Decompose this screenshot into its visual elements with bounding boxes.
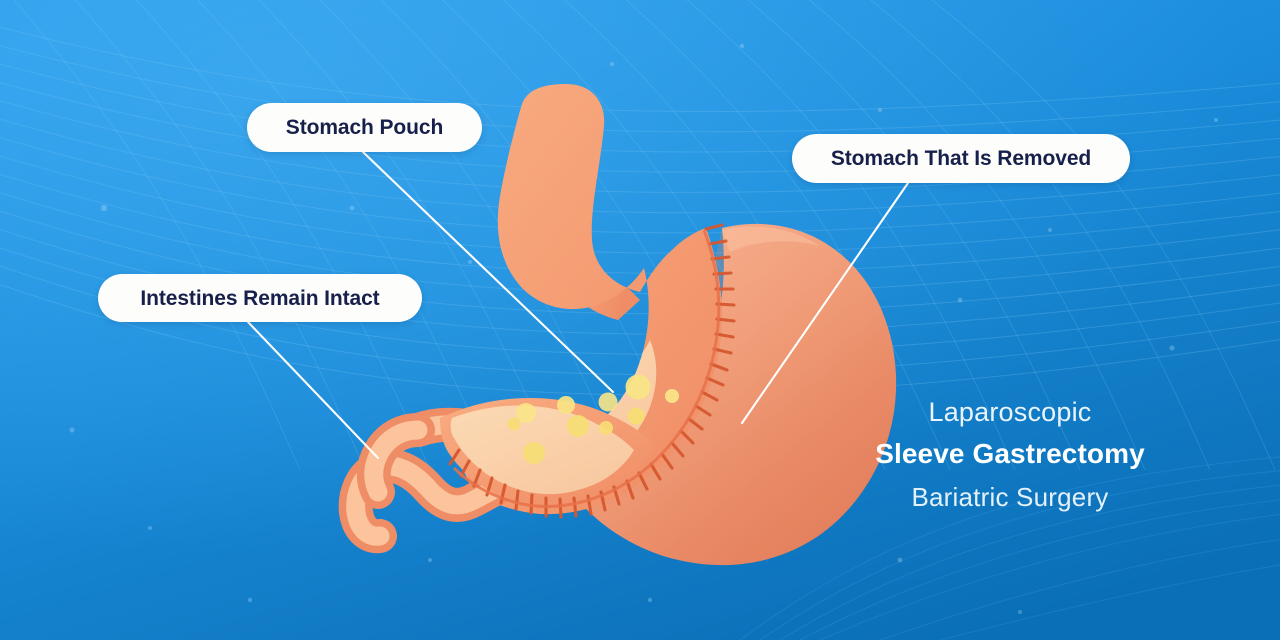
callout-intestines-intact[interactable]: Intestines Remain Intact — [98, 274, 422, 322]
callout-stomach-removed[interactable]: Stomach That Is Removed — [792, 134, 1130, 183]
food-particles — [507, 374, 679, 464]
staple-cut-edge — [452, 229, 721, 508]
callout-stomach-pouch-label: Stomach Pouch — [285, 116, 444, 139]
mesh-pattern-bottom — [739, 456, 1280, 640]
callout-intestines-intact-label: Intestines Remain Intact — [140, 286, 380, 310]
callout-stomach-pouch[interactable]: Stomach Pouch — [247, 103, 482, 152]
mesh-pattern-top — [0, 26, 1280, 396]
title-line-procedure-name: Sleeve Gastrectomy — [875, 438, 1145, 469]
leader-line-stomach-removed — [740, 181, 910, 425]
procedure-title-block: Laparoscopic Sleeve Gastrectomy Bariatri… — [840, 392, 1180, 518]
leader-line-intestines-intact — [246, 320, 380, 460]
leader-line-stomach-pouch — [361, 150, 615, 394]
title-line-category: Bariatric Surgery — [911, 482, 1109, 512]
title-line-laparoscopic: Laparoscopic — [928, 397, 1092, 427]
callout-stomach-removed-label: Stomach That Is Removed — [830, 147, 1092, 170]
